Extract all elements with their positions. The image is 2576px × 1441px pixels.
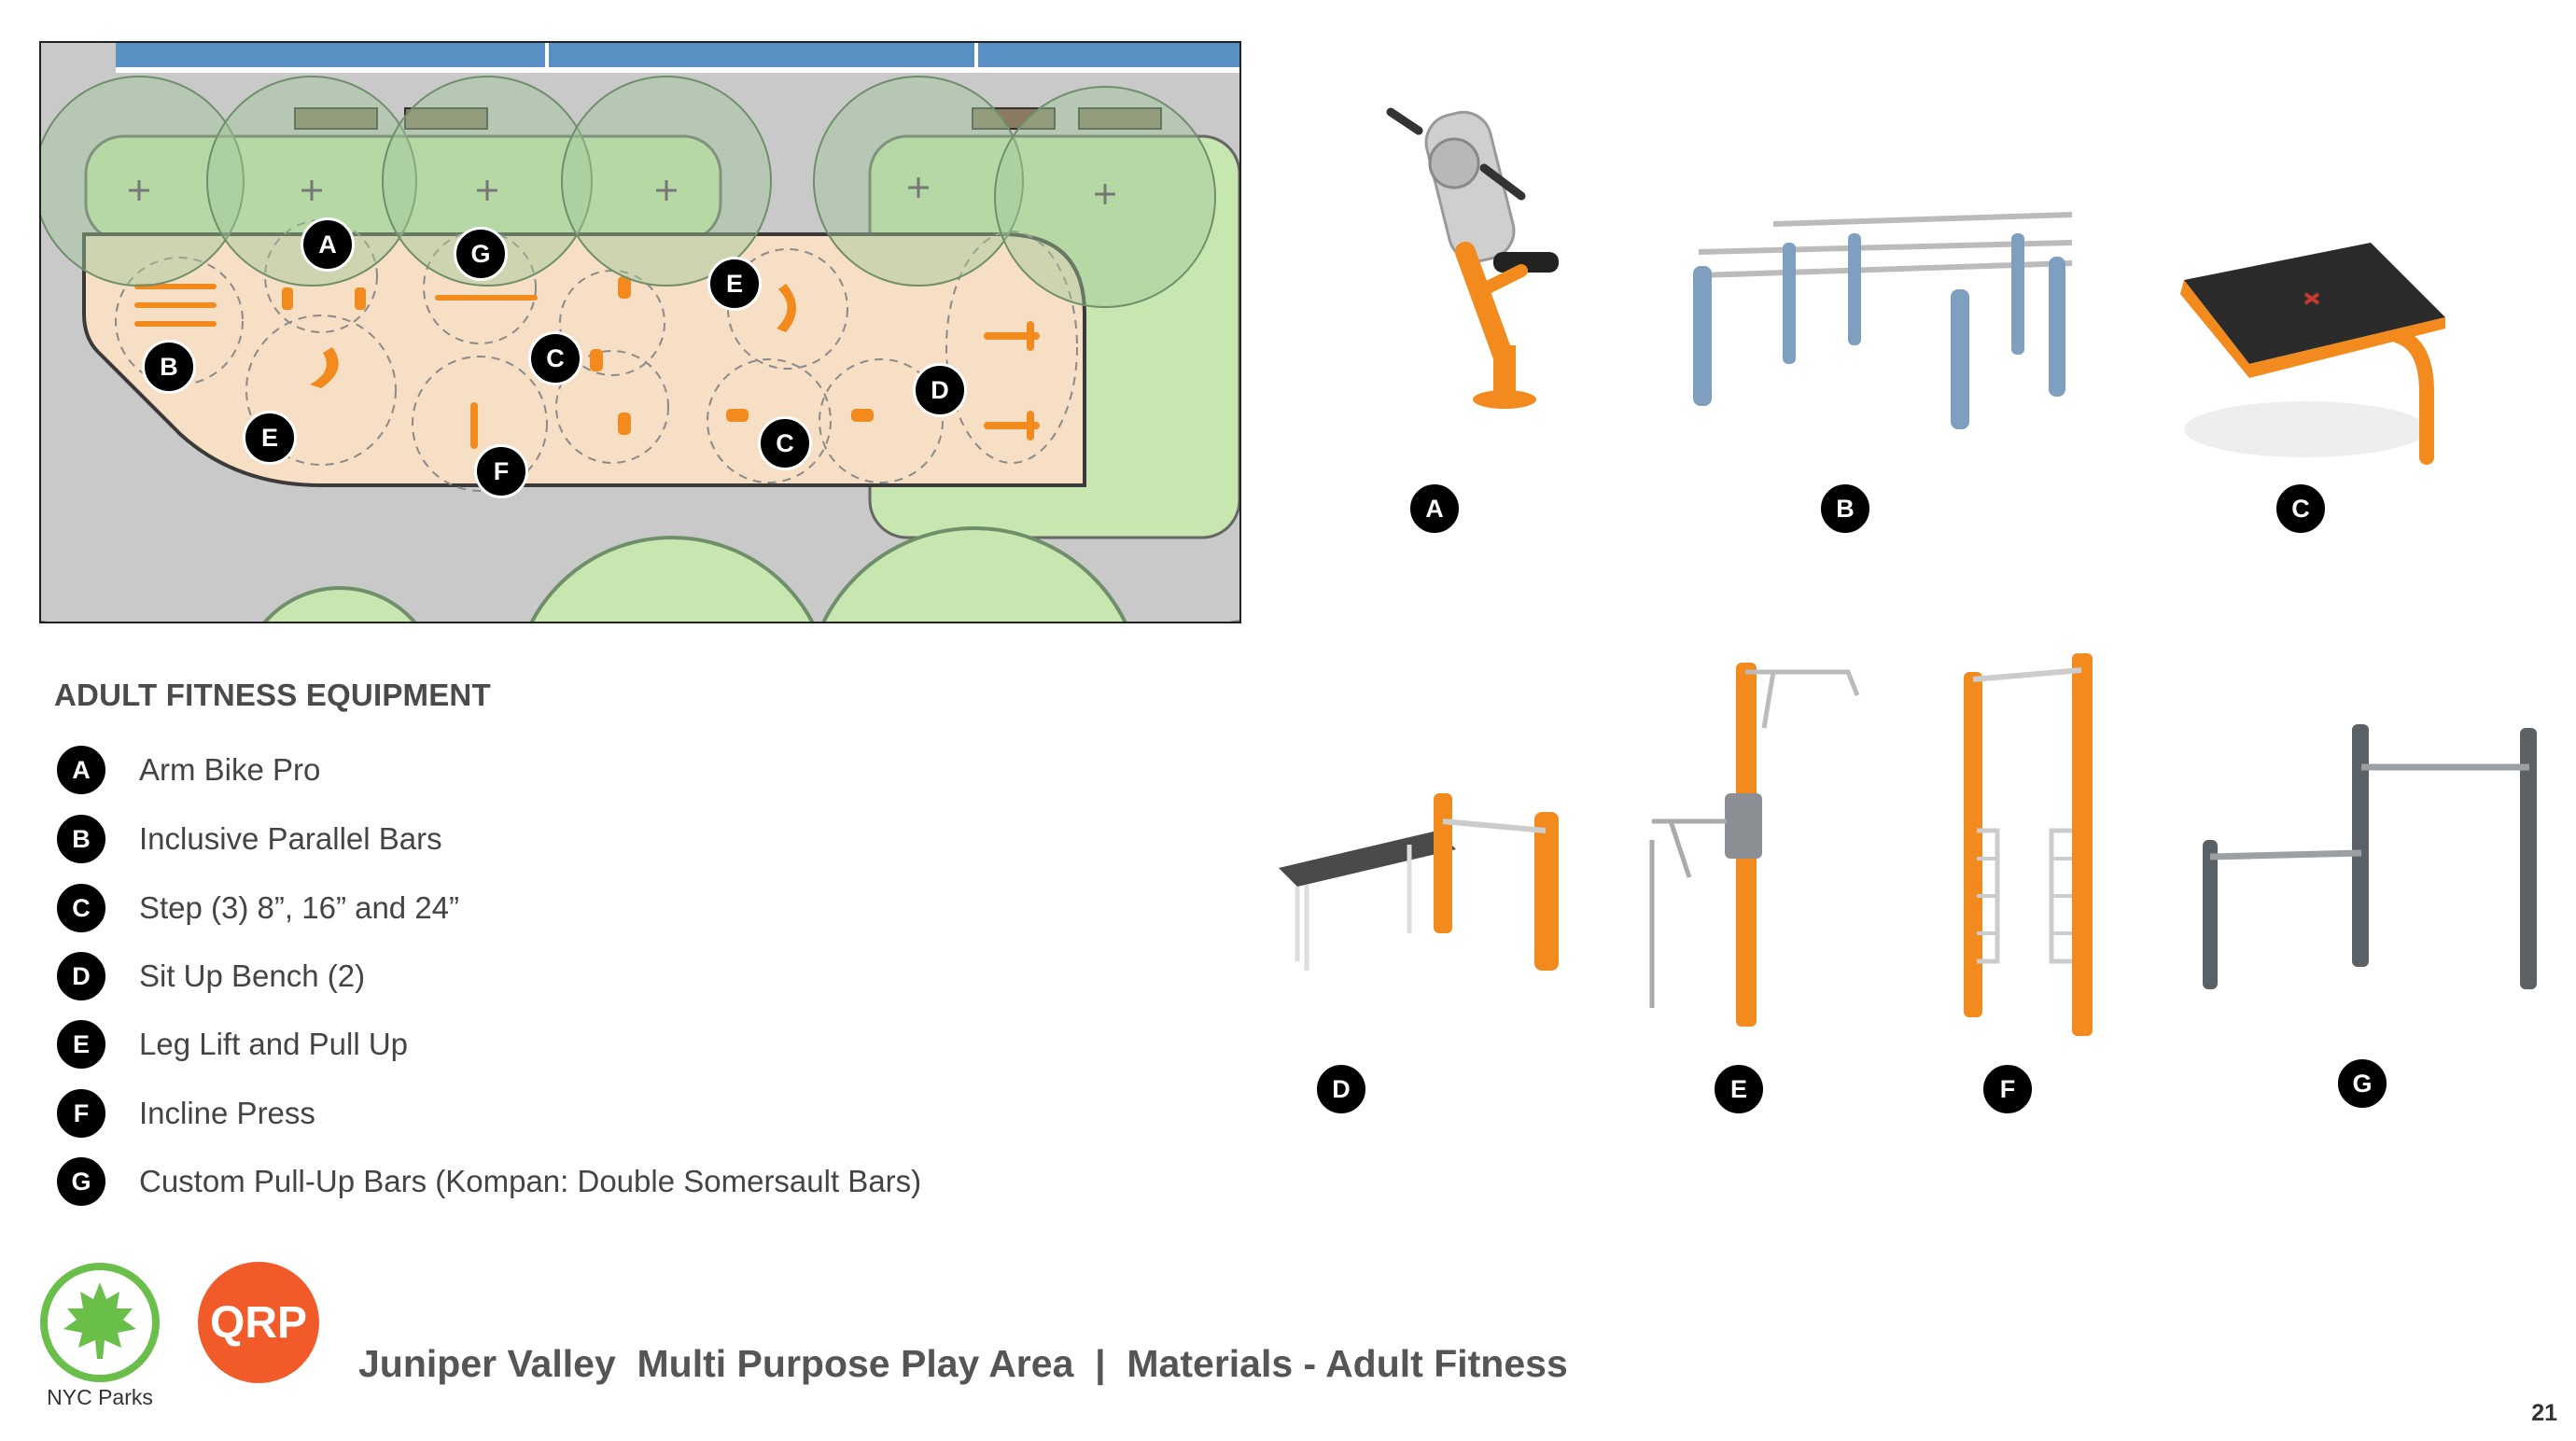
photo-badge-a: A <box>1407 482 1462 536</box>
plan-marker: F <box>474 444 528 498</box>
bench-icons <box>294 107 1162 130</box>
nyc-parks-logo <box>40 1263 160 1382</box>
photo-badge-b: B <box>1818 482 1872 536</box>
legend-label: Leg Lift and Pull Up <box>139 1027 409 1061</box>
legend-label: Arm Bike Pro <box>139 752 321 787</box>
plan-marker: G <box>454 227 508 281</box>
photo-badge-d: D <box>1314 1062 1368 1116</box>
footer-title: Juniper Valley Multi Purpose Play Area |… <box>358 1342 1568 1385</box>
fitness-surface <box>82 232 1086 487</box>
legend-item: B Inclusive Parallel Bars <box>54 806 1081 872</box>
plan-marker: C <box>758 416 812 470</box>
legend-badge: E <box>54 1017 108 1071</box>
legend-badge: D <box>54 949 108 1003</box>
legend-title: ADULT FITNESS EQUIPMENT <box>54 678 491 712</box>
legend-item: F Incline Press <box>54 1081 1081 1146</box>
photo-parallel-bars <box>1693 212 2073 429</box>
legend-item: G Custom Pull-Up Bars (Kompan: Double So… <box>54 1149 1081 1214</box>
photo-arm-bike <box>1386 107 1559 409</box>
legend-badge: F <box>54 1086 108 1140</box>
legend-item: A Arm Bike Pro <box>54 737 1081 803</box>
legend-item: C Step (3) 8”, 16” and 24” <box>54 875 1081 941</box>
plan-marker: C <box>528 331 582 385</box>
legend-label: Incline Press <box>139 1096 315 1130</box>
legend-badge: A <box>54 743 108 797</box>
photo-pull-up-bars <box>2203 724 2537 989</box>
qrp-logo: QRP <box>198 1262 319 1383</box>
plan-marker: E <box>707 257 762 311</box>
photo-incline-press <box>1964 653 2093 1036</box>
legend-label: Sit Up Bench (2) <box>139 958 366 993</box>
plan-marker: A <box>301 217 355 272</box>
site-plan: A G E B C D E C F <box>39 41 1241 623</box>
photo-badge-g: G <box>2335 1056 2389 1111</box>
photo-sit-up-bench <box>1279 793 1559 971</box>
legend-item: D Sit Up Bench (2) <box>54 944 1081 1009</box>
photo-step <box>2180 243 2445 465</box>
use-zones <box>115 219 1078 492</box>
legend-label: Inclusive Parallel Bars <box>139 821 442 856</box>
legend-item: E Leg Lift and Pull Up <box>54 1012 1081 1077</box>
plan-marker: B <box>142 340 196 394</box>
lower-tree-canopies <box>41 526 1239 622</box>
photo-badge-e: E <box>1712 1062 1766 1116</box>
photo-badge-f: F <box>1981 1062 2035 1116</box>
nyc-parks-label: NYC Parks <box>47 1385 153 1409</box>
legend-label: Step (3) 8”, 16” and 24” <box>139 890 460 925</box>
photo-leg-lift-pull-up <box>1649 663 1860 1027</box>
photo-badge-c: C <box>2274 482 2328 536</box>
legend-badge: B <box>54 812 108 866</box>
legend-badge: G <box>54 1154 108 1209</box>
legend-label: Custom Pull-Up Bars (Kompan: Double Some… <box>139 1164 922 1198</box>
page-number: 21 <box>2531 1400 2557 1426</box>
equipment-glyphs <box>134 276 1040 449</box>
site-plan-drawing <box>41 43 1239 622</box>
tree-markers <box>129 177 1115 204</box>
plan-marker: D <box>913 363 967 417</box>
court-strip <box>116 43 1239 67</box>
legend-badge: C <box>54 881 108 935</box>
plan-marker: E <box>243 411 297 465</box>
